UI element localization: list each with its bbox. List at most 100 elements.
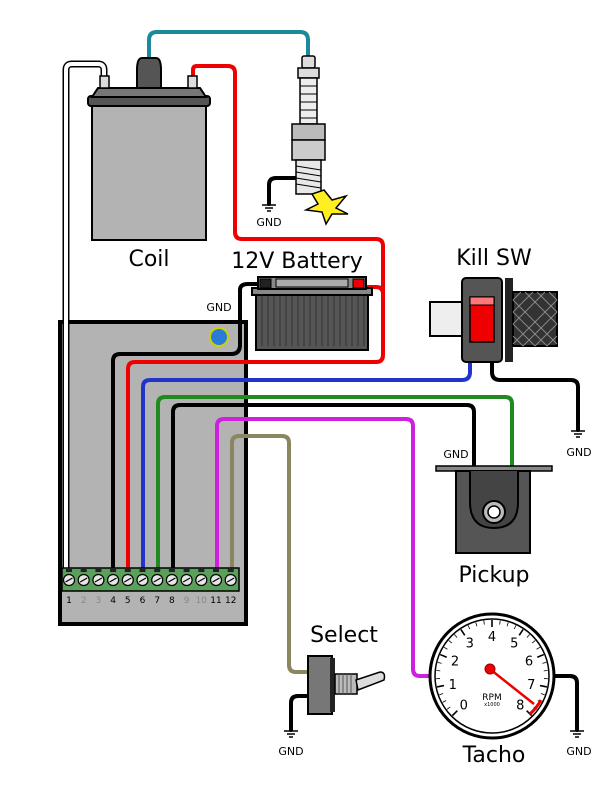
wire-magenta-tacho: [215, 417, 434, 678]
tacho-unit: RPM: [482, 693, 501, 703]
terminal-tab: [80, 568, 87, 572]
battery-positive-terminal: [352, 278, 365, 289]
terminal-screw-slot: [109, 577, 117, 583]
spark-icon: [303, 189, 349, 226]
terminal-number-8: 8: [169, 596, 175, 606]
spark-plug: [291, 55, 349, 226]
wire-select-gnd: [289, 694, 312, 732]
tacho-tick: [442, 700, 447, 703]
select-lever[interactable]: [355, 671, 386, 692]
terminal-number-5: 5: [125, 596, 131, 606]
tacho-tick: [536, 653, 545, 658]
tacho-tick: [526, 634, 530, 638]
terminal-screw-slot: [153, 577, 161, 583]
gnd-label-module: GND: [206, 301, 231, 314]
tacho-tick: [439, 693, 444, 696]
tacho-dial-number-5: 5: [510, 637, 518, 652]
tacho-label: Tacho: [462, 743, 526, 768]
pickup-label: Pickup: [459, 563, 530, 588]
wire-black-module-gnd: [111, 288, 242, 574]
wire-khaki-select: [230, 434, 310, 674]
tacho-tick: [483, 620, 485, 625]
tacho-tick: [539, 684, 548, 688]
wire-green-pickup: [156, 395, 514, 574]
module-indicator-led: [209, 327, 229, 347]
wire-tacho-gnd: [550, 674, 579, 732]
terminal-number-7: 7: [154, 596, 160, 606]
tacho-redline: [528, 699, 543, 716]
terminal-screw-slot: [168, 577, 176, 583]
tacho-dial-number-4: 4: [488, 630, 496, 645]
terminal-tab: [66, 568, 72, 572]
terminal-tab: [183, 568, 190, 572]
terminal-screw-slot: [94, 577, 103, 583]
tacho-dial-number-6: 6: [525, 655, 533, 670]
terminal-screw-slot: [65, 577, 73, 583]
tacho-tick: [518, 628, 524, 636]
terminal-tab: [213, 568, 219, 572]
battery-label: 12V Battery: [231, 249, 362, 274]
terminal-tab: [124, 568, 131, 572]
tacho-dial-number-3: 3: [466, 637, 474, 652]
tacho-tick: [499, 620, 501, 625]
tacho-dial-number-8: 8: [516, 698, 524, 713]
terminal-screw-slot: [182, 577, 191, 583]
terminal-screw-slot: [212, 577, 220, 583]
wire-red-battery-plus: [356, 285, 385, 296]
tacho-tick: [536, 646, 541, 650]
kill-switch[interactable]: [429, 277, 558, 363]
select-toggle-switch[interactable]: [307, 655, 386, 715]
terminal-screw-slot: [138, 577, 147, 583]
tacho-tick: [451, 710, 458, 717]
terminal-screw-slot: [226, 577, 235, 583]
wire-red-coil: [126, 64, 385, 574]
tacho-tick: [531, 640, 536, 644]
tacho-dial-number-1: 1: [449, 678, 457, 693]
tacho-tick: [446, 706, 451, 710]
terminal-tab: [139, 568, 146, 572]
tacho-dial-number-7: 7: [527, 678, 535, 693]
tacho-multiplier: x1000: [484, 702, 500, 708]
terminal-number-12: 12: [225, 596, 236, 606]
gnd-label-tacho: GND: [566, 745, 591, 758]
tacho-dial-number-0: 0: [460, 698, 468, 713]
terminal-number-9: 9: [184, 596, 190, 606]
tacho-tick: [540, 693, 545, 696]
tacho-tick: [437, 662, 442, 664]
terminal-tab: [110, 568, 117, 572]
tacho-tick: [436, 684, 445, 688]
gnd-symbol-select: [284, 730, 298, 738]
terminal-tab: [168, 568, 175, 572]
coil-label: Coil: [128, 247, 169, 272]
tacho-tick: [460, 628, 466, 636]
terminal-number-6: 6: [140, 596, 146, 606]
gnd-label-pickup: GND: [443, 448, 468, 461]
wire-blue-kill-switch: [141, 360, 472, 574]
tacho-ticks: [436, 620, 548, 717]
terminal-number-1: 1: [66, 596, 72, 606]
gnd-label-select: GND: [278, 745, 303, 758]
wire-kill-switch-gnd: [490, 360, 580, 432]
wire-sparkplug-gnd: [267, 176, 300, 206]
tacho-tick: [443, 646, 448, 650]
kill-switch-label: Kill SW: [456, 246, 532, 271]
gnd-symbol-kill-switch: [571, 430, 585, 438]
tacho-tick: [475, 622, 478, 627]
tacho-tick: [513, 625, 517, 630]
terminal-number-4: 4: [110, 596, 116, 606]
terminal-number-11: 11: [210, 596, 221, 606]
tacho-tick: [439, 653, 448, 658]
tacho-tick: [542, 662, 547, 664]
terminal-tab: [154, 568, 161, 572]
tacho-tick: [506, 622, 509, 627]
gnd-label-kill-switch: GND: [566, 446, 591, 459]
terminal-tab: [198, 568, 205, 572]
tacho-tick: [454, 634, 458, 638]
wire-black-pickup: [171, 403, 476, 574]
terminal-tab: [227, 568, 234, 572]
battery: [251, 276, 373, 351]
terminal-number-3: 3: [96, 596, 102, 606]
